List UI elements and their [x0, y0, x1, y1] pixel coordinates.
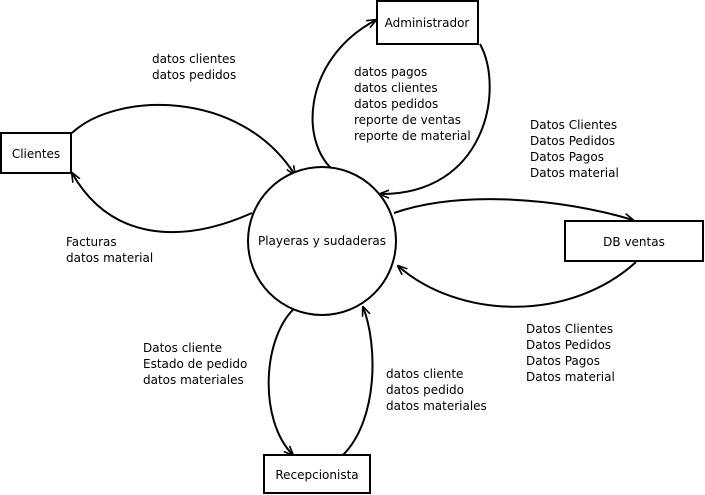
- label-process-to-recepcionista: Datos cliente Estado de pedido datos mat…: [143, 341, 251, 387]
- svg-text:DB ventas: DB ventas: [603, 235, 665, 249]
- flow-recepcionista-to-process: [342, 307, 374, 456]
- node-clientes: Clientes: [0, 132, 72, 174]
- node-process: Playeras y sudaderas: [247, 166, 397, 316]
- label-administrador-to-process: datos pagos datos clientes datos pedidos…: [354, 65, 471, 143]
- flow-clientes-to-process: [71, 103, 295, 175]
- flow-from-admin-loop: [311, 20, 376, 176]
- label-clientes-to-process: datos clientes datos pedidos: [152, 52, 240, 82]
- node-recepcionista: Recepcionista: [263, 454, 371, 494]
- flow-db-to-process: [398, 261, 637, 308]
- flow-process-to-recepcionista: [267, 305, 298, 455]
- svg-text:Administrador: Administrador: [385, 16, 470, 30]
- flow-process-to-db: [393, 198, 633, 220]
- flow-administrador-to-process: [380, 43, 491, 194]
- node-administrador: Administrador: [376, 0, 479, 45]
- label-process-to-db: Datos Clientes Datos Pedidos Datos Pagos…: [530, 118, 621, 180]
- flow-process-to-clientes: [72, 173, 253, 234]
- label-process-to-clientes: Facturas datos material: [66, 235, 153, 265]
- svg-text:Recepcionista: Recepcionista: [275, 468, 358, 482]
- node-db-ventas: DB ventas: [564, 220, 704, 262]
- label-db-to-process: Datos Clientes Datos Pedidos Datos Pagos…: [526, 322, 617, 384]
- svg-text:Clientes: Clientes: [12, 147, 60, 161]
- svg-text:Playeras y sudaderas: Playeras y sudaderas: [258, 234, 386, 248]
- label-recepcionista-to-process: datos cliente datos pedido datos materia…: [386, 367, 487, 413]
